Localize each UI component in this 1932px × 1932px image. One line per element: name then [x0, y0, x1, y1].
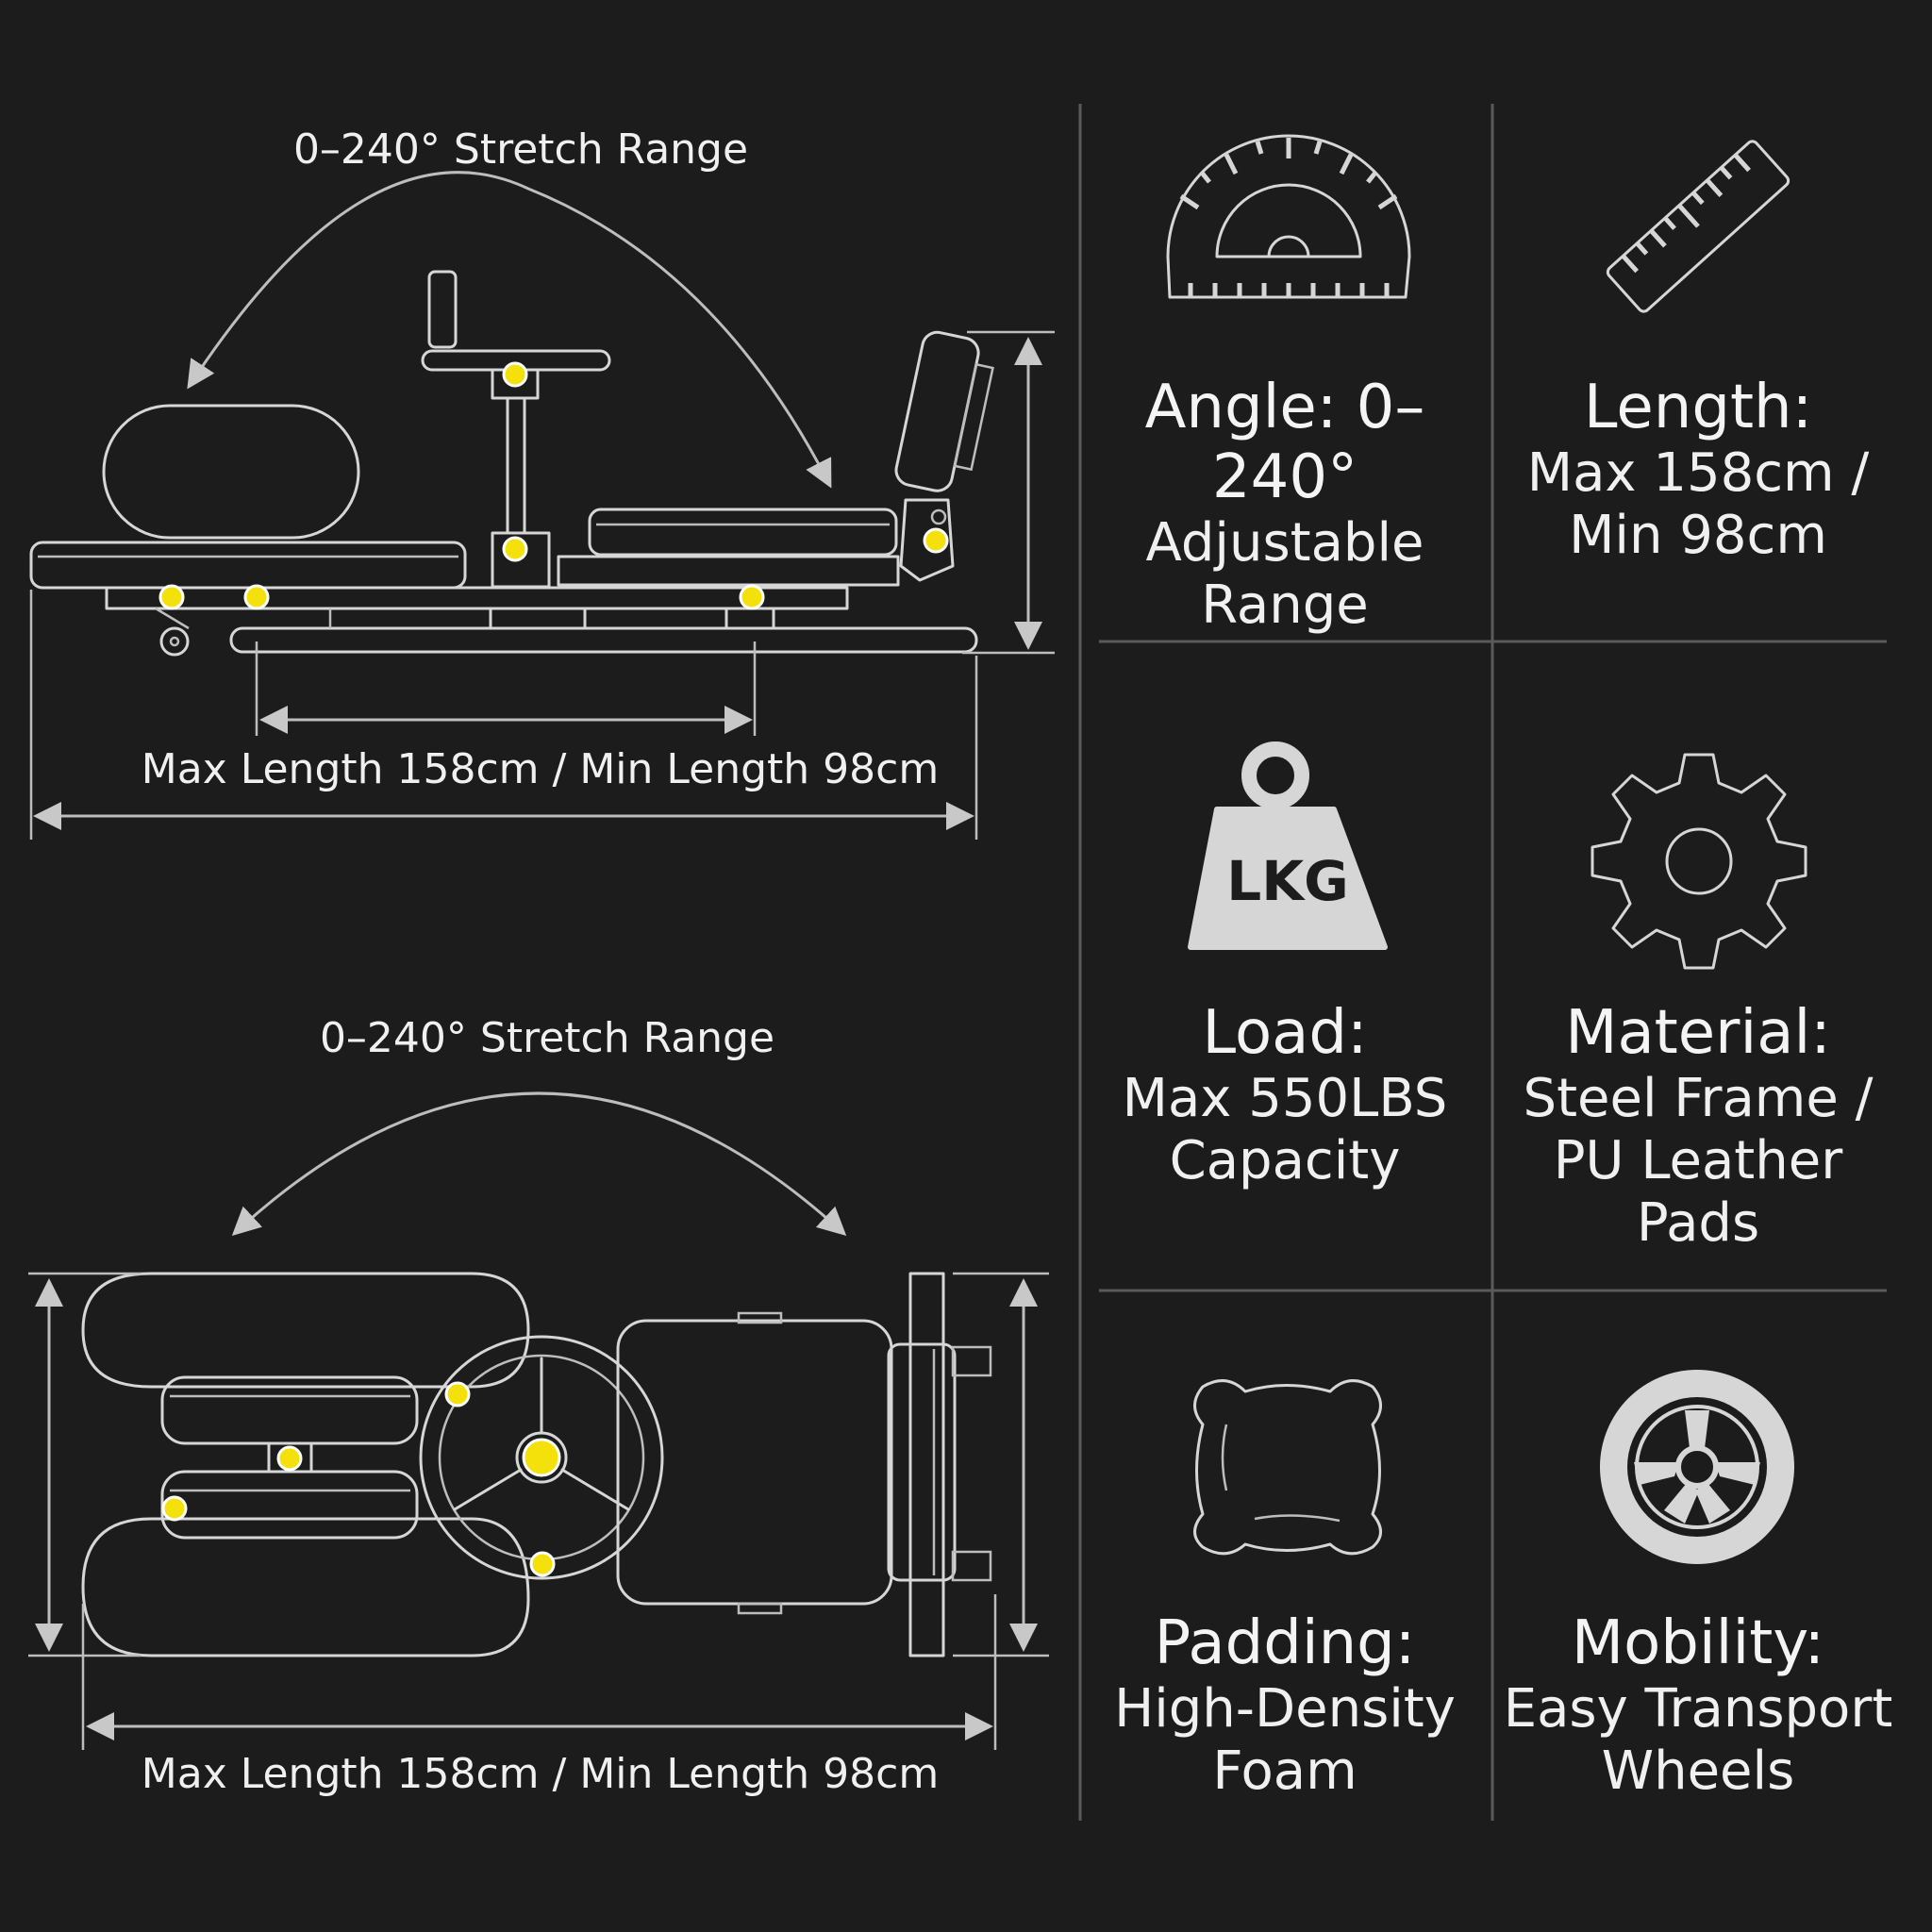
- side-view-diagram: [29, 171, 1055, 840]
- top-adjust-point: [444, 1381, 471, 1407]
- spec-length-line-2: Min 98cm: [1569, 505, 1827, 566]
- top-stretch-arc: [231, 1091, 847, 1237]
- top-adjust-point: [529, 1551, 556, 1577]
- spec-padding-title: Padding:: [1154, 1608, 1416, 1678]
- spec-load-line-1: Max 550LBS: [1122, 1068, 1448, 1129]
- top-length-label: Max Length 158cm / Min Length 98cm: [141, 1750, 940, 1798]
- side-adjust-point: [502, 536, 528, 562]
- side-handle-grip: [427, 270, 458, 349]
- spec-material-line-1: Steel Frame /: [1523, 1068, 1874, 1129]
- side-adjust-point: [923, 527, 949, 554]
- top-handwheel: [419, 1335, 664, 1580]
- spec-padding-line-2: Foam: [1212, 1740, 1357, 1802]
- pillow-icon: [1193, 1379, 1382, 1556]
- spec-grid-dividers: [1078, 104, 1887, 1821]
- spec-mobility-line-1: Easy Transport: [1503, 1678, 1893, 1740]
- spec-length-line-1: Max 158cm /: [1526, 442, 1870, 504]
- top-adjust-point: [276, 1445, 303, 1472]
- side-stretch-label: 0–240° Stretch Range: [292, 125, 749, 174]
- spec-load: Load: Max 550LBS Capacity: [1087, 998, 1483, 1192]
- protractor-icon: [1166, 134, 1411, 299]
- spec-padding: Padding: High-Density Foam: [1087, 1608, 1483, 1803]
- top-lower-leg-pad: [81, 1517, 530, 1657]
- weight-icon-label: LKG: [1226, 849, 1349, 913]
- top-adjust-point: [161, 1495, 188, 1522]
- spec-angle-line-1: Adjustable: [1145, 512, 1424, 574]
- spec-mobility-title: Mobility:: [1571, 1608, 1825, 1678]
- spec-mobility-line-2: Wheels: [1601, 1740, 1795, 1802]
- spec-angle: Angle: 0–240° Adjustable Range: [1087, 373, 1483, 637]
- side-caster-wheel: [159, 626, 190, 657]
- side-adjust-point: [243, 584, 270, 610]
- spec-material-line-2: PU Leather Pads: [1553, 1130, 1843, 1254]
- top-view-diagram: [28, 1091, 1049, 1750]
- top-backrest: [887, 1342, 957, 1582]
- side-bottom-rail: [229, 626, 978, 654]
- ruler-icon: [1606, 140, 1790, 313]
- spec-length: Length: Max 158cm / Min 98cm: [1500, 373, 1896, 567]
- side-left-leg-pad: [102, 404, 360, 540]
- spec-length-title: Length:: [1583, 373, 1813, 442]
- top-inner-pad-lower: [160, 1470, 419, 1540]
- top-adjust-point: [522, 1438, 561, 1477]
- side-right-leg-pad: [588, 508, 898, 557]
- spec-mobility: Mobility: Easy Transport Wheels: [1500, 1608, 1896, 1803]
- side-stretch-arc: [187, 171, 832, 489]
- spec-material: Material: Steel Frame / PU Leather Pads: [1491, 998, 1906, 1255]
- top-upper-leg-pad: [81, 1272, 530, 1389]
- gear-icon: [1591, 753, 1807, 970]
- side-length-label: Max Length 158cm / Min Length 98cm: [141, 745, 940, 793]
- top-end-frame: [908, 1272, 945, 1657]
- side-adjust-point: [739, 584, 765, 610]
- spec-load-title: Load:: [1202, 998, 1368, 1068]
- spec-angle-line-2: Range: [1201, 575, 1369, 636]
- top-stretch-label: 0–240° Stretch Range: [319, 1014, 775, 1062]
- top-seat-block: [616, 1319, 893, 1606]
- spec-padding-line-1: High-Density: [1114, 1678, 1456, 1740]
- side-base-frame: [105, 586, 849, 610]
- side-adjust-point: [158, 584, 185, 610]
- wheel-icon: [1600, 1370, 1794, 1564]
- spec-load-line-2: Capacity: [1169, 1130, 1401, 1191]
- side-adjust-point: [502, 361, 528, 388]
- weight-icon: [1188, 741, 1388, 950]
- side-seat: [29, 541, 467, 590]
- spec-angle-title: Angle: 0–240°: [1144, 373, 1425, 512]
- spec-material-title: Material:: [1565, 998, 1831, 1068]
